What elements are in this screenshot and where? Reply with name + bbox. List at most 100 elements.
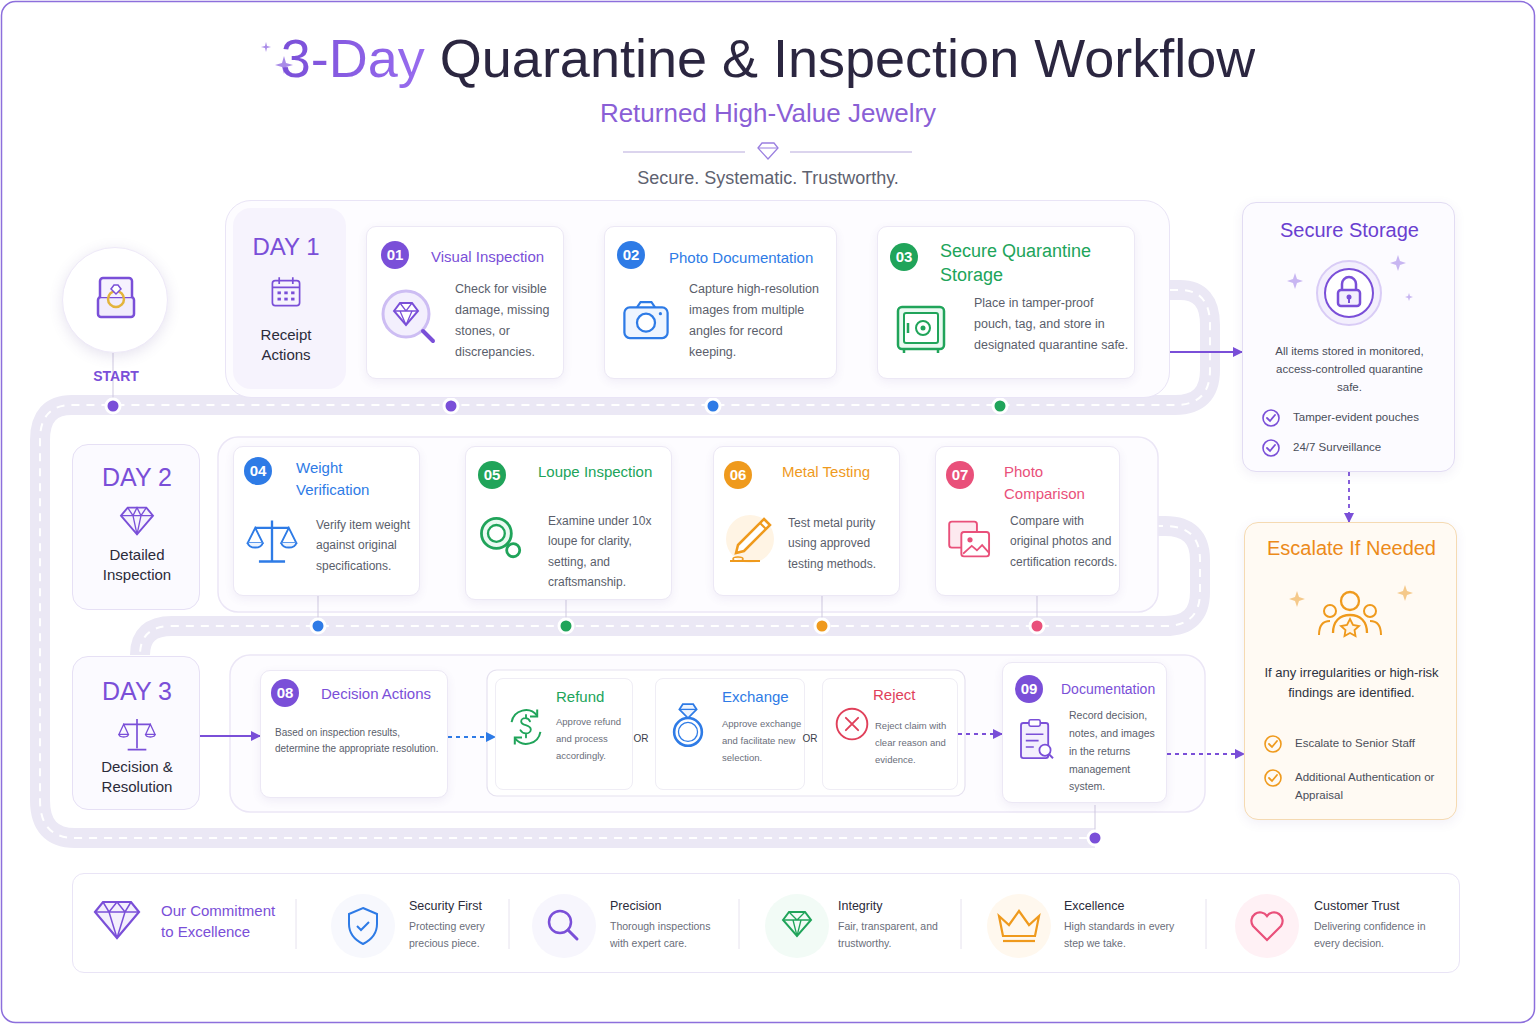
leader-lines [113,353,1095,832]
node-text: Place in tamper-proof pouch, tag, and st… [974,293,1129,356]
process-box: 03 Secure Quarantine StoragePlace in tamp… [877,226,1135,379]
node-heading: Escalate If Needed [1245,537,1458,560]
node-text: Detailed Inspection [77,545,197,586]
node-text: Based on inspection results, determine t… [275,725,443,757]
node-text: Capture high-resolution images from mult… [689,279,831,363]
flow-arrow [1170,351,1242,353]
node-text: Test metal purity using approved testing… [788,513,898,574]
icon [117,501,157,541]
value-text: Delivering confidence in every decision. [1314,918,1438,953]
icon [1261,438,1281,458]
node-heading: Refund [556,687,630,707]
value-title: Excellence [1064,899,1192,913]
divider [623,143,912,159]
day-band [230,655,1205,812]
icon [1263,768,1283,788]
icon [502,703,550,751]
node-text: Reject claim with clear reason and evide… [875,717,957,768]
title: 3-Day Quarantine & Inspection Workflow [281,26,1255,90]
icon [1315,581,1385,651]
icon [1013,715,1061,763]
node-text: Approve refund and process accordingly. [556,713,632,764]
flow-arrow [1167,753,1244,755]
icon [720,509,780,569]
road [40,290,1210,838]
node-text: Secure Quarantine Storage [940,239,1130,288]
or-label: OR [630,733,652,744]
day-band [218,437,1158,612]
value-title: Precision [610,899,730,913]
icon [619,293,673,347]
node-text: All items stored in monitored, access-co… [1263,343,1436,396]
node-text: Receipt Actions [236,325,336,366]
icon [269,275,303,309]
icon [244,513,300,569]
icon [944,513,996,565]
node-text: Record decision, notes, and images in th… [1069,707,1165,796]
icon [662,699,714,751]
subtitle: Returned High-Value Jewelry [0,98,1536,129]
node-text: Compare with original photos and certifi… [1010,511,1118,572]
node-text: Weight Verification [296,457,414,501]
day-band: DAY 1Receipt Actions01Visual InspectionC… [225,200,1170,398]
node-text: Visual Inspection [431,246,557,268]
node-text: Tamper-evident pouches [1293,409,1449,427]
node-text: Photo Documentation [669,247,829,269]
node-text: Verify item weight against original spec… [316,515,418,576]
icon [117,715,157,755]
node-text: Escalate to Senior Staff [1295,735,1451,753]
node-text: Approve exchange and facilitate new sele… [722,715,804,766]
value-title: Security First [409,899,521,913]
tagline: Secure. Systematic. Trustworthy. [0,168,1536,189]
icon [1261,408,1281,428]
icon [829,701,875,747]
node-heading: Reject [873,685,955,705]
node-text: Examine under 10x loupe for clarity, set… [548,511,670,593]
option-box: RejectReject claim with clear reason and… [822,678,958,790]
step-number: 08 [271,679,299,707]
option-group [487,670,965,796]
value-title: Customer Trust [1314,899,1438,913]
sparkle [1243,203,1456,333]
start-circle: START [62,247,168,353]
process-box: 07 Photo ComparisonCompare with original … [935,446,1120,596]
step-number: 06 [724,461,752,489]
step-number: 07 [946,461,974,489]
option-box: RefundApprove refund and process accordi… [495,678,633,790]
value-text: Thorough inspections with expert care. [610,918,730,953]
node-text: 24/7 Surveillance [1293,439,1449,457]
day-label-panel [233,208,346,389]
step-number: 05 [478,461,506,489]
process-box: 02 Photo DocumentationCapture high-resolu… [604,226,837,379]
flow-arrow [448,736,495,738]
icon [379,287,439,347]
node-text: Documentation [1061,679,1163,699]
step-number: 03 [890,243,918,271]
process-box: 08 Decision ActionsBased on inspection re… [260,670,448,798]
flow-arrow [1348,472,1350,522]
value-text: Fair, transparent, and trustworthy. [838,918,950,953]
node-heading: Our Commitment to Excellence [161,900,291,942]
icon [474,511,530,567]
node-text: Decision & Resolution [77,757,197,798]
step-number: 02 [617,241,645,269]
node-text: Metal Testing [782,461,894,483]
icon [1314,258,1384,328]
footer-icons [73,874,1461,974]
icon [1263,734,1283,754]
step-number: 01 [381,241,409,269]
node-text: Check for visible damage, missing stones… [455,279,559,363]
node-heading: Secure Storage [1243,219,1456,242]
side-panel: Secure StorageAll items stored in monito… [1242,202,1455,472]
node-text: Decision Actions [321,683,445,705]
node-text: If any irregularities or high-risk findi… [1263,663,1440,703]
value-text: High standards in every step we take. [1064,918,1192,953]
title-wrap: 3-Day Quarantine & Inspection Workflow [0,26,1536,90]
node-text: Photo Comparison [1004,461,1114,505]
node-text: Additional Authentication or Appraisal [1295,769,1445,805]
icon [86,269,146,329]
step-number: 09 [1015,675,1043,703]
